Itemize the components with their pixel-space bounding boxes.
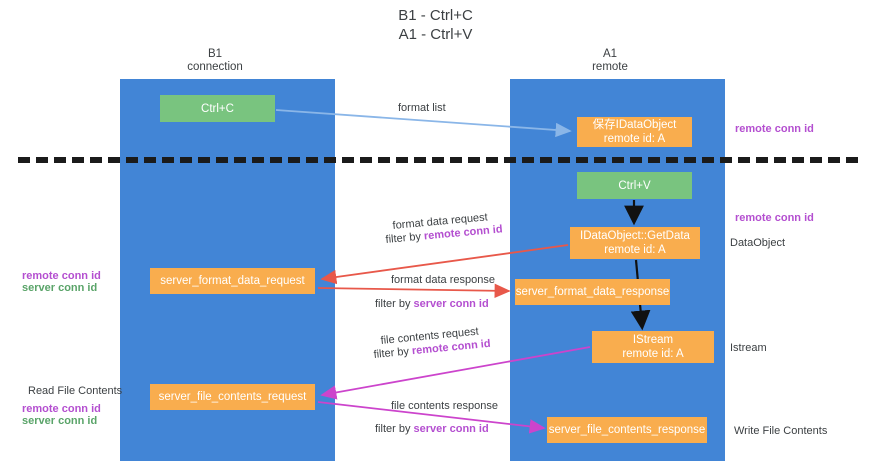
filter-prefix: filter by [375,298,414,310]
annotation-left-server-conn-id-mid: server conn id [22,282,98,294]
annotation-right-dataobject: DataObject [730,237,786,249]
annotation-right-remote-conn-id-top: remote conn id [735,123,814,135]
annotation-left-remote-conn-id-bottom: remote conn id [22,403,101,415]
column-header-a1: A1 remote [592,48,628,73]
edge-label-file-contents-response-filter: filter by server conn id [375,422,489,436]
annotation-right-write-file-contents: Write File Contents [734,425,828,437]
filter-key-server-conn-id: server conn id [413,298,489,310]
diagram-title: B1 - Ctrl+C A1 - Ctrl+V [398,7,473,43]
filter-prefix: filter by [373,345,413,361]
node-ctrl-c[interactable]: Ctrl+C [160,95,275,122]
node-idataobject-getdata[interactable]: IDataObject::GetData remote id: A [570,227,700,259]
filter-prefix: filter by [375,423,414,435]
node-save-idataobject[interactable]: 保存IDataObject remote id: A [577,117,692,147]
node-ctrl-v[interactable]: Ctrl+V [577,172,692,199]
section-divider [18,157,858,163]
node-istream[interactable]: IStream remote id: A [592,331,714,363]
column-header-b1: B1 connection [187,48,243,73]
arrow-format-data-response [317,283,511,298]
annotation-left-remote-conn-id-mid: remote conn id [22,270,101,282]
edge-label-file-contents-response: file contents response [391,400,499,412]
annotation-right-remote-conn-id-mid: remote conn id [735,212,814,224]
annotation-left-server-conn-id-bottom: server conn id [22,415,98,427]
node-server-file-contents-response[interactable]: server_file_contents_response [547,417,707,443]
edge-label-format-list: format list [398,102,446,114]
filter-prefix: filter by [385,230,425,246]
node-server-file-contents-request[interactable]: server_file_contents_request [150,384,315,410]
edge-label-format-data-response: format data response [391,274,495,286]
filter-key-server-conn-id: server conn id [413,423,489,435]
node-server-format-data-request[interactable]: server_format_data_request [150,268,315,294]
node-server-format-data-response[interactable]: server_format_data_response [515,279,670,305]
edge-label-format-data-response-filter: filter by server conn id [375,297,489,311]
annotation-right-istream: Istream [730,342,767,354]
annotation-left-read-file-contents: Read File Contents [28,385,123,397]
